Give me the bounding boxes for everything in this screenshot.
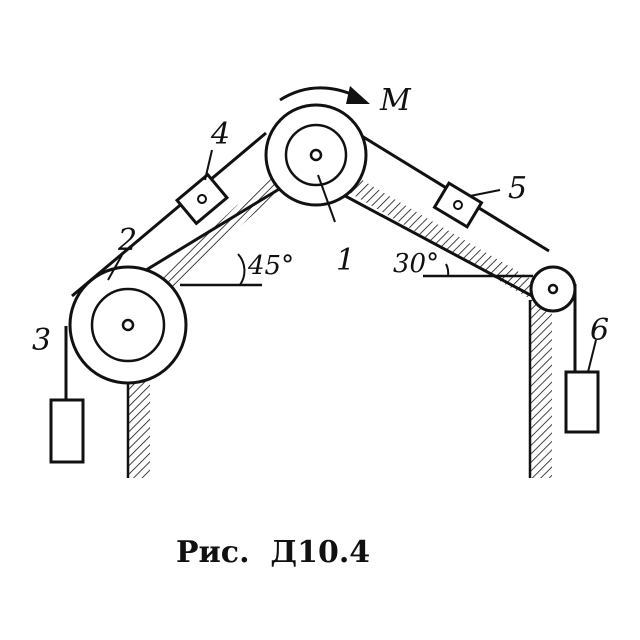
label-2: 2: [117, 223, 137, 258]
angle-arc-45: [237, 253, 246, 286]
wheel-1: [264, 103, 368, 207]
support-lines: [126, 274, 533, 478]
wheel-2: [68, 265, 188, 385]
label-moment: M: [379, 83, 412, 118]
moment-arrow: [279, 86, 370, 104]
load-6: [564, 370, 600, 434]
label-3: 3: [32, 323, 51, 358]
angle-30-label: 30°: [393, 249, 439, 279]
figure-caption: Рис. Д10.4: [176, 535, 370, 570]
label-4: 4: [210, 117, 230, 152]
slider-4: [174, 172, 230, 226]
label-1: 1: [336, 243, 355, 278]
ground-hatching: [128, 162, 552, 478]
label-5: 5: [508, 171, 527, 206]
angle-45-label: 45°: [247, 251, 294, 281]
angle-arc-30: [445, 263, 450, 277]
slider-5: [432, 181, 484, 229]
leader-lines: [107, 149, 597, 373]
small-pulley: [529, 265, 577, 313]
label-6: 6: [590, 313, 609, 348]
load-3: [49, 398, 85, 464]
